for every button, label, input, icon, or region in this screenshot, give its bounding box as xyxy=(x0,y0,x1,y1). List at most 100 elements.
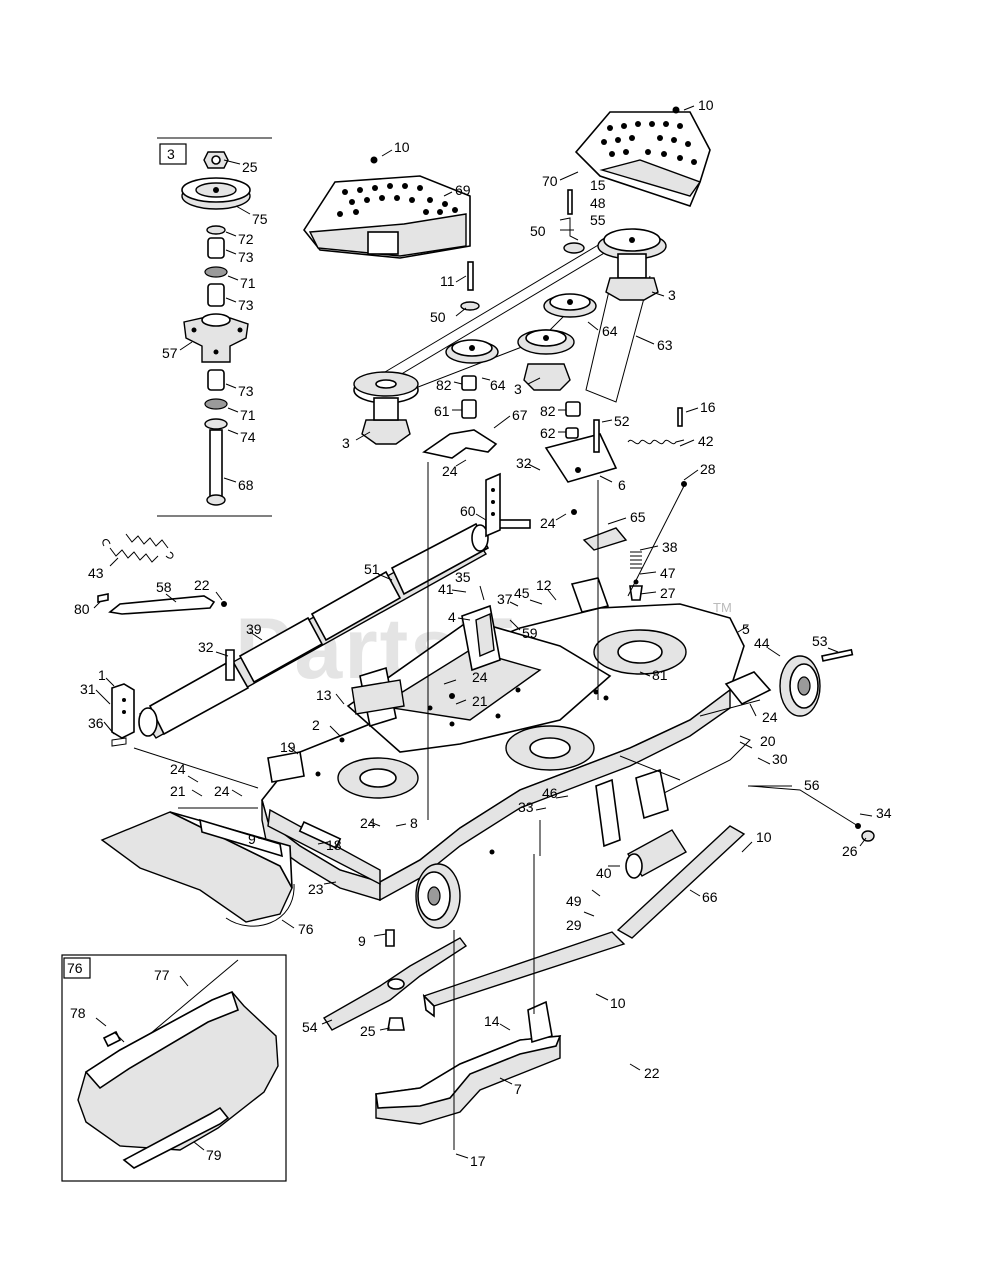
watermark-tm: TM xyxy=(713,600,732,615)
callout-82: 82 xyxy=(540,403,556,419)
callout-53: 53 xyxy=(812,633,828,649)
callout-69: 69 xyxy=(455,182,471,198)
callout-41: 41 xyxy=(438,581,454,597)
callout-24: 24 xyxy=(170,761,186,777)
callout-4: 4 xyxy=(448,609,456,625)
callout-7: 7 xyxy=(514,1081,522,1097)
callout-63: 63 xyxy=(657,337,673,353)
callout-42: 42 xyxy=(698,433,714,449)
callout-21: 21 xyxy=(170,783,186,799)
discharge-chute xyxy=(100,811,295,927)
idler-arm-6 xyxy=(544,419,618,515)
callout-32: 32 xyxy=(198,639,214,655)
callout-24: 24 xyxy=(214,783,230,799)
callout-67: 67 xyxy=(512,407,528,423)
guard-7 xyxy=(375,1000,562,1125)
pulley-left-spindle xyxy=(353,371,419,445)
callout-22: 22 xyxy=(194,577,210,593)
callout-16: 16 xyxy=(700,399,716,415)
callout-9: 9 xyxy=(248,831,256,847)
callout-27: 27 xyxy=(660,585,676,601)
callout-9: 9 xyxy=(358,933,366,949)
leader-lines xyxy=(93,105,873,1159)
callout-25: 25 xyxy=(242,159,258,175)
callout-45: 45 xyxy=(514,585,530,601)
callout-37: 37 xyxy=(497,591,513,607)
callout-32: 32 xyxy=(516,455,532,471)
callout-24: 24 xyxy=(472,669,488,685)
callout-21: 21 xyxy=(472,693,488,709)
callout-54: 54 xyxy=(302,1019,318,1035)
callout-44: 44 xyxy=(754,635,770,651)
callout-26: 26 xyxy=(842,843,858,859)
callout-28: 28 xyxy=(700,461,716,477)
callout-12: 12 xyxy=(536,577,552,593)
callout-82: 82 xyxy=(436,377,452,393)
lift-rod-56 xyxy=(595,735,875,848)
callout-2: 2 xyxy=(312,717,320,733)
callout-66: 66 xyxy=(702,889,718,905)
callout-61: 61 xyxy=(434,403,450,419)
callout-31: 31 xyxy=(80,681,96,697)
callout-50: 50 xyxy=(430,309,446,325)
callout-20: 20 xyxy=(760,733,776,749)
callout-71: 71 xyxy=(240,407,256,423)
callout-35: 35 xyxy=(455,569,471,585)
callout-19: 19 xyxy=(280,739,296,755)
callout-80: 80 xyxy=(74,601,90,617)
callout-58: 58 xyxy=(156,579,172,595)
callout-3: 3 xyxy=(668,287,676,303)
callout-13: 13 xyxy=(316,687,332,703)
callout-10: 10 xyxy=(698,97,714,113)
belt-cover-left xyxy=(303,175,471,259)
blade-54 xyxy=(323,929,468,1031)
callout-14: 14 xyxy=(484,1013,500,1029)
callout-36: 36 xyxy=(88,715,104,731)
gauge-wheel-front xyxy=(415,863,461,929)
pulley-center-spindle xyxy=(517,329,575,391)
inset-spindle-assembly: 3 xyxy=(157,137,272,517)
callout-71: 71 xyxy=(240,275,256,291)
callout-73: 73 xyxy=(238,249,254,265)
gauge-wheel-right xyxy=(779,648,854,717)
callout-24: 24 xyxy=(360,815,376,831)
callout-30: 30 xyxy=(772,751,788,767)
callout-3: 3 xyxy=(514,381,522,397)
inset-discharge-chute: 76 xyxy=(61,954,287,1182)
callout-56: 56 xyxy=(804,777,820,793)
callout-39: 39 xyxy=(246,621,262,637)
callout-23: 23 xyxy=(308,881,324,897)
callout-43: 43 xyxy=(88,565,104,581)
callout-81: 81 xyxy=(652,667,668,683)
callout-68: 68 xyxy=(238,477,254,493)
pulley-idler-left xyxy=(445,339,499,419)
callout-25: 25 xyxy=(360,1023,376,1039)
callout-77: 77 xyxy=(154,967,170,983)
rod-58 xyxy=(97,593,227,615)
callout-51: 51 xyxy=(364,561,380,577)
baffle-66 xyxy=(616,825,746,939)
inset-tag-box-76 xyxy=(63,957,91,979)
baffle-front xyxy=(422,931,626,1018)
callout-24: 24 xyxy=(762,709,778,725)
callout-62: 62 xyxy=(540,425,556,441)
idler-bracket-67 xyxy=(422,429,498,459)
callout-64: 64 xyxy=(490,377,506,393)
callout-38: 38 xyxy=(662,539,678,555)
callout-65: 65 xyxy=(630,509,646,525)
callout-labels: 10 70 15 48 55 50 3 10 69 11 50 64 63 82… xyxy=(70,97,892,1169)
callout-10: 10 xyxy=(394,139,410,155)
pulley-right-spindle xyxy=(597,228,667,301)
callout-70: 70 xyxy=(542,173,558,189)
callout-18: 18 xyxy=(326,837,342,853)
callout-5: 5 xyxy=(742,621,750,637)
callout-49: 49 xyxy=(566,893,582,909)
callout-79: 79 xyxy=(206,1147,222,1163)
callout-33: 33 xyxy=(518,799,534,815)
callout-17: 17 xyxy=(470,1153,486,1169)
callout-24: 24 xyxy=(540,515,556,531)
callout-48: 48 xyxy=(590,195,606,211)
callout-40: 40 xyxy=(596,865,612,881)
callout-6: 6 xyxy=(618,477,626,493)
pulley-idler-right xyxy=(543,293,597,439)
